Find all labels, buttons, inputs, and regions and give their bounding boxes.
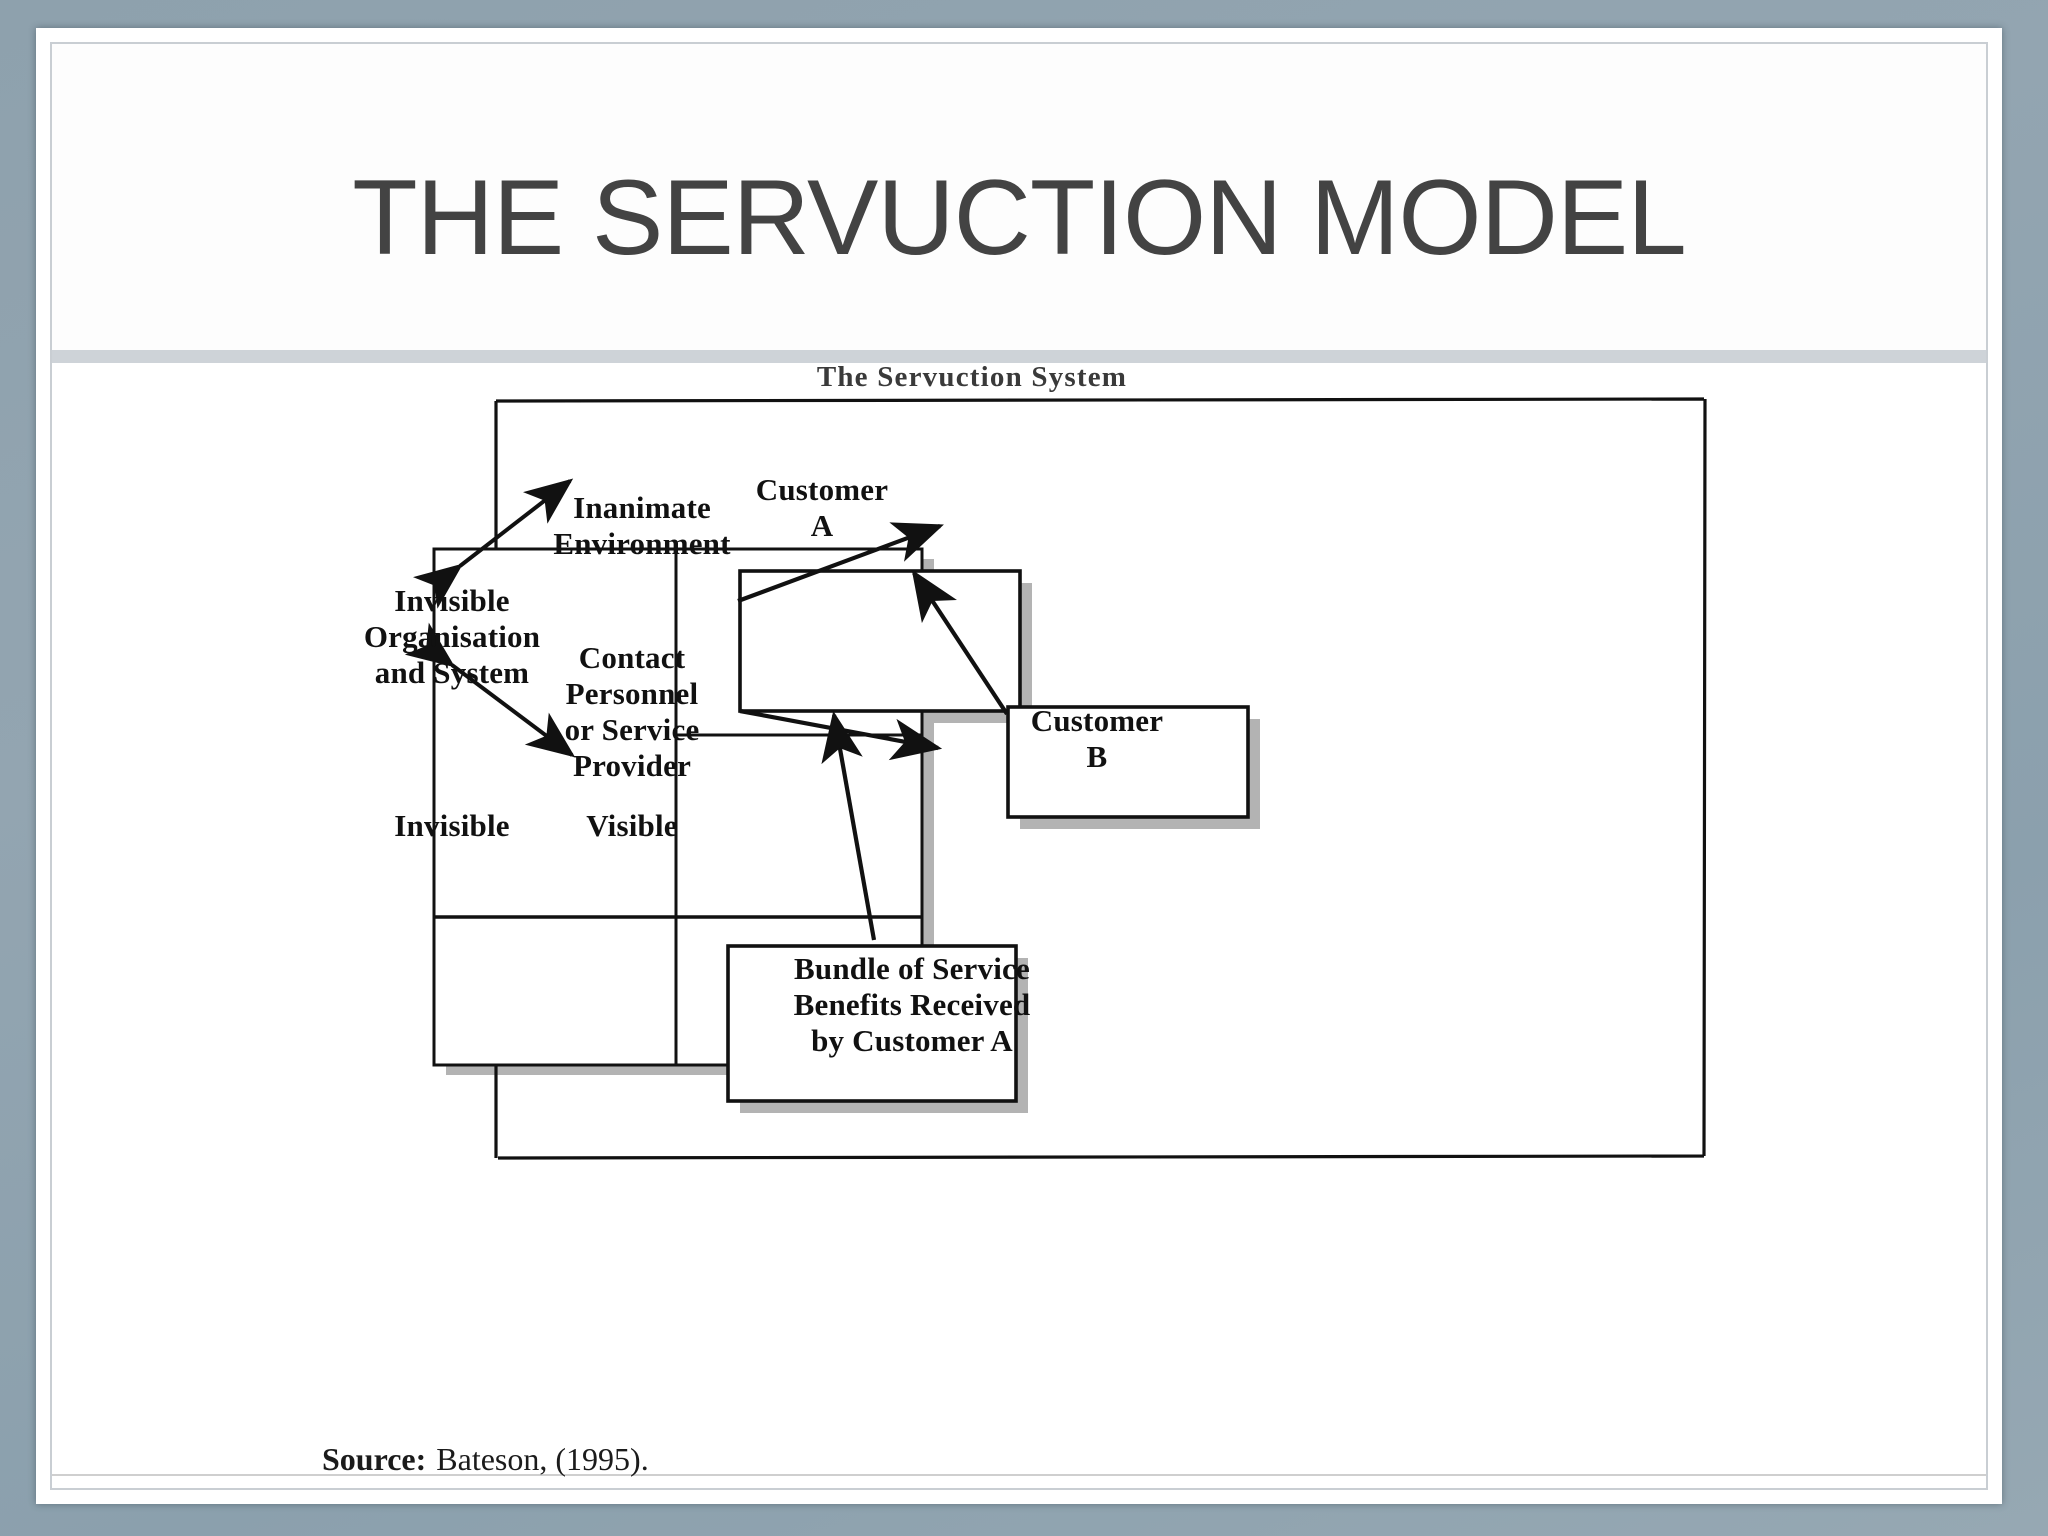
node-inanimate-environment-line-1: Inanimate (573, 490, 711, 525)
node-contact-personnel-line-2: Personnel (565, 675, 699, 711)
edge-customer-a-to-inanimate (737, 522, 944, 603)
node-inanimate-environment-line-2: Environment (553, 525, 731, 561)
footer-divider (52, 1474, 1986, 1476)
title-divider (52, 350, 1986, 363)
node-customer-a: Customer A (697, 472, 947, 544)
node-contact-personnel-line-4: Provider (572, 747, 692, 783)
node-contact-personnel: Contact Personnel or Service Provider (507, 640, 757, 784)
node-customer-a-line-1: Customer (755, 472, 889, 507)
node-contact-personnel-line-3: or Service (564, 711, 700, 747)
edge-org-to-contact (404, 622, 576, 758)
node-bundle-line-1: Bundle of Service (794, 951, 1030, 986)
servuction-model-diagram: The Servuction System (52, 361, 1986, 1488)
node-inanimate-environment: Inanimate Environment (507, 490, 777, 562)
node-invisible-organisation-line-1: Invisible (394, 583, 510, 618)
node-invisible-organisation-line-3: and System (374, 654, 530, 690)
source-citation: Source:Bateson, (1995). (322, 1441, 649, 1478)
diagram-canvas (404, 397, 1707, 1160)
source-label: Source: (322, 1441, 427, 1477)
edge-customer-a-to-bundle (821, 710, 877, 941)
bundle-box-shape (726, 944, 1018, 1103)
node-invisible-organisation-line-2: Organisation (363, 618, 541, 654)
node-bundle-line-3: by Customer A (811, 1022, 1013, 1058)
column-label-visible: Visible (586, 808, 678, 843)
node-customer-b-line-1: Customer (1030, 703, 1164, 738)
node-bundle-line-2: Benefits Received (793, 986, 1031, 1022)
node-customer-a-line-2: A (810, 507, 834, 543)
edge-customer-a-to-customer-b (911, 569, 1009, 716)
node-contact-personnel-line-1: Contact (578, 640, 686, 675)
title-band: THE SERVUCTION MODEL (52, 44, 1986, 363)
node-bundle-of-service-benefits: Bundle of Service Benefits Received by C… (752, 951, 1072, 1059)
node-invisible-organisation: Invisible Organisation and System (332, 583, 572, 691)
edge-org-to-inanimate (412, 478, 574, 609)
node-customer-b-line-2: B (1086, 738, 1108, 774)
servuction-system-frame (494, 397, 1707, 1160)
column-label-invisible: Invisible (394, 808, 510, 843)
node-customer-b: Customer B (972, 703, 1222, 775)
presentation-slide: THE SERVUCTION MODEL The Servuction Syst… (36, 28, 2002, 1504)
page-title: THE SERVUCTION MODEL (352, 157, 1687, 277)
diagram-heading: The Servuction System (816, 361, 1128, 393)
source-value: Bateson, (1995). (436, 1441, 649, 1477)
customer-a-box-shape (738, 569, 1022, 713)
slide-inner-frame: THE SERVUCTION MODEL The Servuction Syst… (50, 42, 1988, 1490)
customer-b-box-shape (1006, 705, 1250, 819)
